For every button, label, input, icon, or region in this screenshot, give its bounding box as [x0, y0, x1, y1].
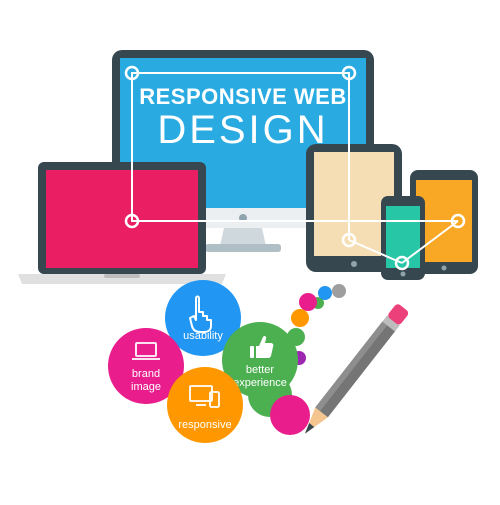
bubble-responsive: responsive [167, 367, 243, 443]
laptop-base [18, 274, 226, 284]
bubble-brand-image: brand image [108, 328, 184, 404]
pencil-eraser [388, 304, 409, 325]
node-top-right [341, 65, 357, 81]
bubble-responsive-label: responsive [178, 419, 231, 431]
dot [291, 309, 309, 327]
tablet-home-button-icon [351, 261, 357, 267]
laptop-screen [46, 170, 198, 268]
headline-line-1: RESPONSIVE WEB [139, 84, 346, 109]
bubble-usability-label: usability [183, 330, 223, 342]
connector-tablet-phone [348, 239, 403, 264]
phablet-home-button-icon [441, 265, 447, 271]
monitor-stand-neck [220, 228, 266, 246]
pencil [304, 304, 409, 434]
node-laptop [124, 213, 140, 229]
node-phone [394, 255, 410, 271]
bubble-usability: usability [165, 280, 241, 356]
connector-phone-phablet [401, 220, 459, 264]
connector-nodes [124, 65, 466, 271]
dot [318, 286, 332, 300]
dot [332, 284, 346, 298]
node-top-left [124, 65, 140, 81]
laptop-icon [132, 342, 160, 360]
bubble-brand-label-line-2: image [131, 381, 161, 393]
smartphone [381, 196, 425, 280]
bubble-brand-label-line-1: brand [132, 368, 160, 380]
devices-icon [189, 385, 220, 408]
phone-home-button-icon [400, 271, 406, 277]
node-tablet [341, 232, 357, 248]
pencil-ferrule [382, 315, 400, 332]
bubble-experience-label-line-2: experience [233, 377, 287, 389]
connector-network [131, 72, 459, 264]
monitor-stand-base [205, 244, 281, 252]
node-phablet [450, 213, 466, 229]
thumbs-up-icon [250, 335, 274, 358]
pencil-body [315, 320, 396, 418]
dot [299, 293, 317, 311]
bubble-experience-label-line-1: better [246, 364, 274, 376]
dot [270, 395, 310, 435]
pointer-hand-icon [189, 295, 212, 333]
laptop [18, 162, 226, 284]
pencil-lead [304, 423, 315, 434]
bubble-better-experience: better experience [222, 322, 298, 398]
headline-line-2: DESIGN [157, 108, 328, 152]
laptop-notch [104, 274, 140, 278]
